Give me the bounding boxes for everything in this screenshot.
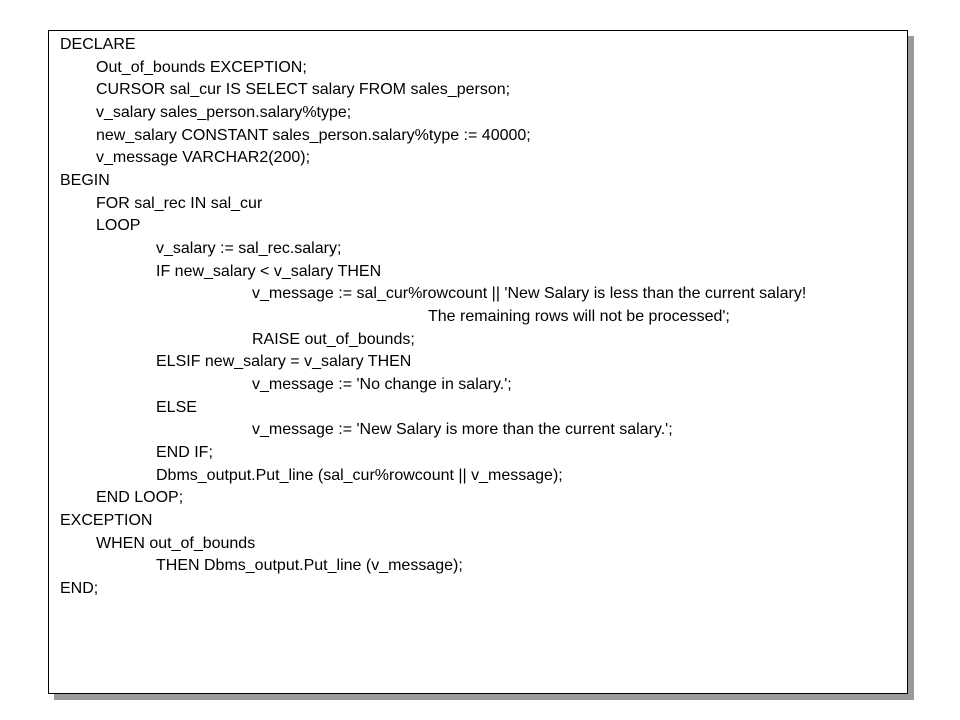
- code-line: WHEN out_of_bounds: [96, 535, 256, 552]
- code-line: v_salary := sal_rec.salary;: [156, 240, 342, 257]
- code-line: END LOOP;: [96, 489, 184, 506]
- code-box: DECLARE Out_of_bounds EXCEPTION; CURSOR …: [48, 30, 908, 694]
- code-line: END;: [60, 580, 99, 597]
- code-line: FOR sal_rec IN sal_cur: [96, 195, 263, 212]
- code-line: new_salary CONSTANT sales_person.salary%…: [96, 127, 531, 144]
- code-line: v_message := 'New Salary is more than th…: [252, 421, 673, 438]
- code-line: DECLARE: [60, 36, 136, 53]
- code-line: ELSIF new_salary = v_salary THEN: [156, 353, 412, 370]
- code-line: ELSE: [156, 399, 197, 416]
- code-line: CURSOR sal_cur IS SELECT salary FROM sal…: [96, 81, 511, 98]
- code-line: BEGIN: [60, 172, 110, 189]
- code-line: Dbms_output.Put_line (sal_cur%rowcount |…: [156, 467, 563, 484]
- code-line: The remaining rows will not be processed…: [428, 308, 730, 325]
- code-line: Out_of_bounds EXCEPTION;: [96, 59, 307, 76]
- code-line: RAISE out_of_bounds;: [252, 331, 415, 348]
- code-line: END IF;: [156, 444, 213, 461]
- code-line: v_message VARCHAR2(200);: [96, 149, 311, 166]
- code-line: v_message := sal_cur%rowcount || 'New Sa…: [252, 285, 807, 302]
- code-line: LOOP: [96, 217, 141, 234]
- code-line: v_message := 'No change in salary.';: [252, 376, 512, 393]
- code-line: v_salary sales_person.salary%type;: [96, 104, 352, 121]
- code-line: THEN Dbms_output.Put_line (v_message);: [156, 557, 463, 574]
- code-line: EXCEPTION: [60, 512, 153, 529]
- code-line: IF new_salary < v_salary THEN: [156, 263, 382, 280]
